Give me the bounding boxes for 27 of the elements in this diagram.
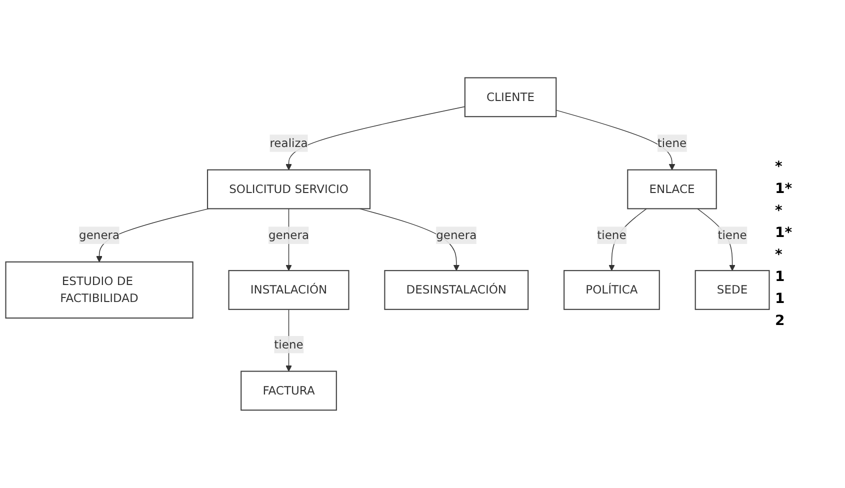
node-box: DESINSTALACIÓN bbox=[384, 270, 529, 310]
multiplicity-label: 1* bbox=[775, 225, 794, 241]
node-box: ENLACE bbox=[627, 169, 717, 210]
edge-label: genera bbox=[268, 228, 310, 242]
edge-label: genera bbox=[436, 228, 477, 242]
multiplicity-label: 2 bbox=[775, 313, 786, 329]
edge-label: tiene bbox=[657, 136, 687, 150]
node-box: SOLICITUD SERVICIO bbox=[206, 169, 371, 210]
node-box: ESTUDIO DE FACTIBILIDAD bbox=[5, 261, 194, 319]
multiplicity-label: * bbox=[775, 159, 784, 175]
edge-label: tiene bbox=[597, 228, 626, 242]
multiplicity-label: * bbox=[775, 203, 784, 219]
arrow bbox=[286, 106, 466, 170]
node-box: POLÍTICA bbox=[564, 270, 660, 310]
edge-label: tiene bbox=[274, 338, 304, 352]
node-box: SEDE bbox=[694, 270, 770, 310]
multiplicity-label: 1 bbox=[775, 269, 786, 285]
multiplicity-label: * bbox=[775, 247, 784, 263]
arrow bbox=[556, 110, 676, 170]
multiplicity-label: 1 bbox=[775, 291, 786, 307]
node-box: FACTURA bbox=[240, 370, 337, 411]
edge-label: realiza bbox=[270, 136, 308, 150]
node-box: INSTALACIÓN bbox=[228, 270, 350, 310]
edge-label: genera bbox=[79, 228, 120, 242]
multiplicity-label: 1* bbox=[775, 181, 794, 197]
edge-label: tiene bbox=[718, 228, 747, 242]
node-box: CLIENTE bbox=[464, 77, 557, 118]
